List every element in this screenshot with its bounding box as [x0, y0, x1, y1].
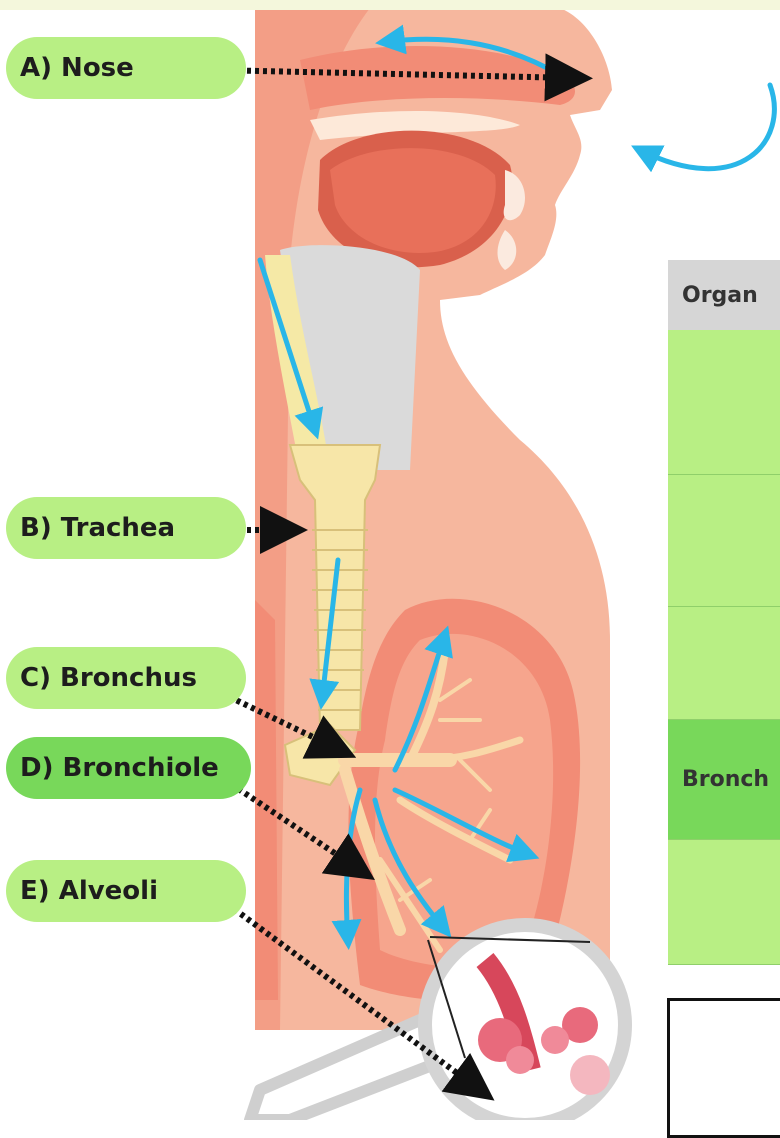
- table-row: [668, 840, 780, 965]
- label-trachea: B) Trachea: [6, 497, 246, 559]
- table-header-organ: Organ: [668, 260, 780, 330]
- top-band: [0, 0, 780, 10]
- answer-box: [667, 998, 780, 1138]
- table-row: [668, 330, 780, 475]
- label-alveoli: E) Alveoli: [6, 860, 246, 922]
- label-bronchiole: D) Bronchiole: [6, 737, 251, 799]
- organ-table: Organ Bronch: [668, 260, 780, 965]
- table-row: Bronch: [668, 720, 780, 840]
- label-nose: A) Nose: [6, 37, 246, 99]
- body-silhouette: [255, 8, 612, 1030]
- table-row: [668, 607, 780, 720]
- label-bronchus: C) Bronchus: [6, 647, 246, 709]
- table-row: [668, 475, 780, 607]
